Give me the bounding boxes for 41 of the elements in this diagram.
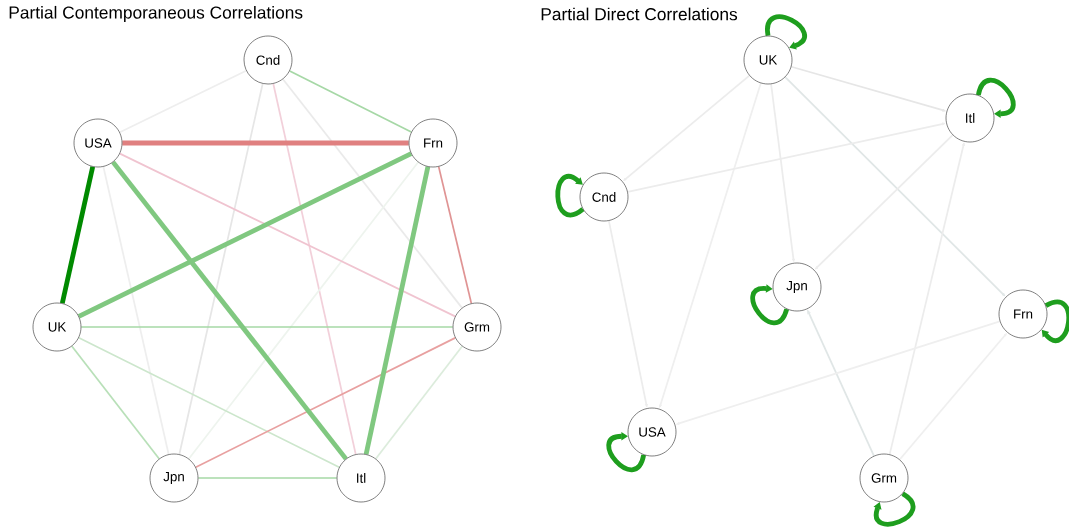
arrow	[873, 491, 916, 527]
edge-line	[437, 165, 473, 305]
arrow	[807, 309, 875, 457]
edge-line	[80, 326, 454, 328]
edge-line	[77, 336, 341, 469]
arrow	[888, 142, 965, 456]
edge-line	[272, 82, 357, 456]
edge-line	[197, 477, 338, 479]
arrow	[606, 431, 646, 473]
edge-line	[122, 140, 409, 146]
arrow	[626, 122, 946, 193]
arrow	[659, 82, 762, 408]
edge-line	[188, 161, 419, 460]
arrow	[976, 77, 1016, 119]
edge-line	[102, 165, 170, 456]
edge-line	[59, 166, 96, 304]
arrow	[555, 174, 585, 218]
edge-line	[288, 70, 413, 133]
arrow	[898, 333, 1007, 461]
arrow	[1041, 299, 1069, 343]
edge-line	[71, 345, 160, 460]
arrow	[814, 134, 954, 270]
arrow	[675, 320, 1001, 425]
edge-line	[119, 69, 247, 134]
edge-line	[194, 337, 457, 468]
arrow	[750, 284, 789, 326]
edge-line	[374, 345, 464, 460]
arrow	[770, 83, 795, 263]
edge-line	[363, 166, 431, 455]
panel-title: Partial Contemporaneous Correlations	[9, 5, 303, 23]
edge-line	[178, 82, 264, 456]
arrow	[790, 65, 946, 112]
edge-line	[111, 160, 348, 461]
edge-line	[282, 78, 463, 309]
arrow	[608, 219, 648, 408]
arrow	[765, 14, 807, 50]
arrow	[623, 74, 751, 182]
panel-title: Partial Direct Correlations	[541, 7, 738, 21]
arrow	[784, 76, 1006, 297]
edge-line	[119, 152, 456, 318]
edge-line	[77, 151, 413, 319]
